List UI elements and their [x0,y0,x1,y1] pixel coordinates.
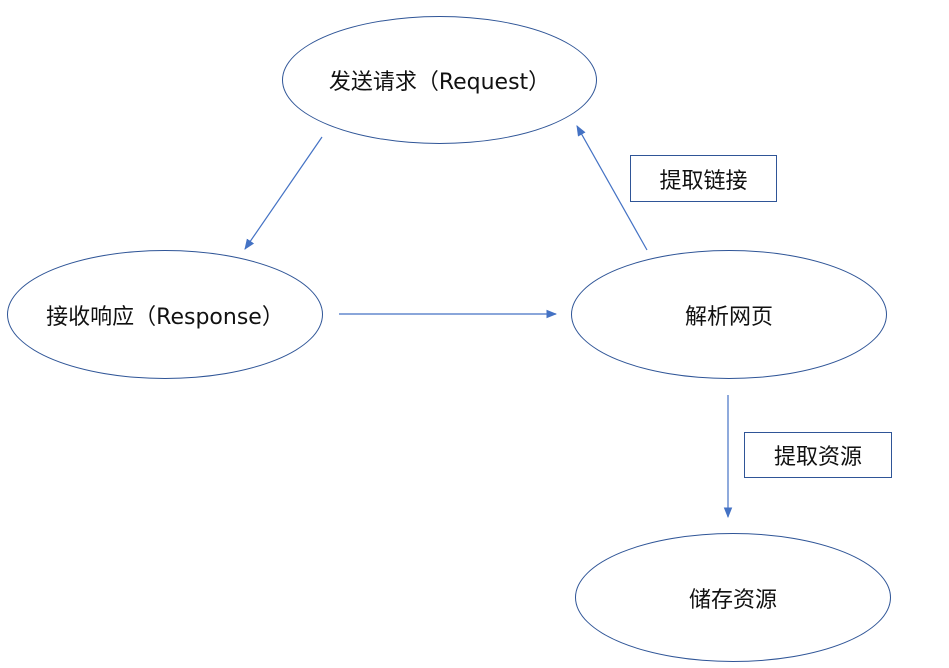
node-receive-response-label: 接收响应（Response） [46,304,284,330]
node-parse-page: 解析网页 [571,250,887,379]
node-parse-page-label: 解析网页 [684,304,773,330]
edge-label-extract-links-text: 提取链接 [659,168,748,194]
arrow-send-to-receive [244,136,323,250]
node-receive-response: 接收响应（Response） [7,250,323,379]
node-send-request: 发送请求（Request） [282,16,597,144]
edge-label-extract-links: 提取链接 [630,155,777,202]
node-send-request-label: 发送请求（Request） [328,70,551,95]
edge-label-extract-resources-text: 提取资源 [773,445,862,470]
node-store-resources: 储存资源 [575,533,891,662]
arrow-parse-to-send [576,125,648,251]
edge-label-extract-resources: 提取资源 [744,432,892,478]
node-store-resources-label: 储存资源 [688,587,777,613]
